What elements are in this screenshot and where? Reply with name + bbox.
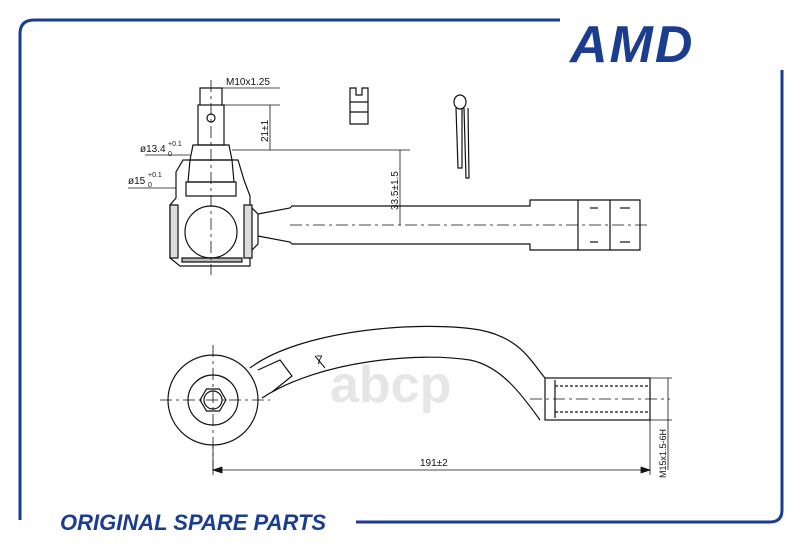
footer-brand-text: ORIGINAL SPARE PARTS	[60, 510, 326, 535]
watermark-text: аbcp	[330, 356, 451, 414]
dim-height-21: 21±1	[260, 119, 271, 142]
marker-7: 7	[316, 353, 323, 367]
logo-text: AMD	[568, 16, 694, 74]
brand-logo: AMD	[568, 16, 694, 74]
dim-dia-15-tol-lower: 0	[148, 182, 152, 189]
dimension-lines-top	[128, 87, 410, 225]
dim-height-33-5: 33.5±1.5	[390, 171, 401, 210]
dim-length-191: 191±2	[420, 458, 448, 469]
dimension-lines-plan	[211, 377, 672, 475]
dim-dia-15: ø15	[128, 176, 146, 187]
dim-dia-15-tol-upper: +0.1	[148, 172, 162, 179]
cotter-pin-icon	[453, 94, 470, 179]
dim-dia-13-4: ø13.4	[140, 144, 166, 155]
dim-thread-top: M10x1.25	[226, 77, 270, 88]
side-view	[169, 80, 650, 275]
plan-view	[160, 325, 670, 470]
dim-dia-13-4-tol-upper: +0.1	[168, 141, 182, 148]
dim-thread-end: M15x1.5-6H	[658, 429, 668, 478]
dim-dia-13-4-tol-lower: 0	[168, 151, 172, 158]
drawing-frame	[18, 18, 784, 524]
castle-nut-icon	[349, 87, 369, 125]
